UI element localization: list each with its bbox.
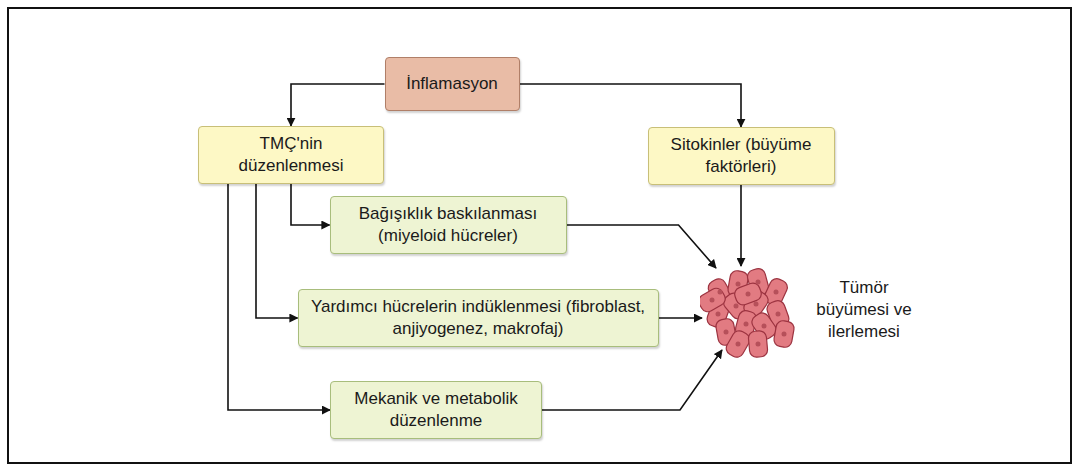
box-label: Mekanik ve metabolik düzenlenme: [339, 388, 533, 432]
outer-border: [8, 8, 1071, 463]
arrow-connector: [291, 84, 385, 126]
arrow-connector: [740, 185, 742, 266]
cell-nucleus: [754, 302, 759, 307]
cell-nucleus: [782, 332, 787, 337]
box-label: Yardımcı hücrelerin indüklenmesi (fibrob…: [307, 296, 650, 340]
cell-nucleus: [724, 330, 729, 335]
cell-nucleus: [776, 312, 781, 317]
process-box: Sitokinler (büyüme faktörleri): [648, 127, 835, 185]
tumor-illustration: [700, 262, 800, 358]
cell-nucleus: [762, 324, 767, 329]
cell-nucleus: [744, 322, 749, 327]
cell-nucleus: [746, 292, 751, 297]
cell-nucleus: [736, 342, 741, 347]
tumor-cell: [700, 286, 728, 315]
mechanism-box: Bağışıklık baskılanması (miyeloid hücrel…: [330, 196, 567, 254]
mechanism-box: Mekanik ve metabolik düzenlenme: [330, 381, 542, 439]
arrow-connector: [542, 350, 722, 410]
cell-nucleus: [718, 290, 723, 295]
cell-nucleus: [756, 280, 761, 285]
cell-nucleus: [756, 342, 761, 347]
tumor-cell: [748, 330, 768, 357]
tumor-cell: [773, 320, 795, 349]
arrow-connector: [567, 225, 717, 268]
cell-nucleus: [774, 290, 779, 295]
tumor-outcome: Tümör büyümesi ve ilerlemesi: [700, 262, 920, 358]
trigger-box: İnflamasyon: [385, 57, 520, 111]
cell-nucleus: [736, 282, 741, 287]
box-label: İnflamasyon: [406, 73, 498, 95]
cell-nucleus: [710, 298, 715, 303]
arrow-connector: [520, 84, 742, 127]
box-label: Sitokinler (büyüme faktörleri): [657, 134, 826, 178]
tumor-cell: [724, 328, 753, 358]
cell-nucleus: [734, 304, 739, 309]
arrow-connector: [256, 184, 298, 318]
arrow-connector: [291, 184, 330, 225]
process-box: TMÇ'nin düzenlenmesi: [198, 126, 384, 184]
tumor-cell: [733, 281, 764, 307]
outcome-label: Tümör büyümesi ve ilerlemesi: [808, 277, 920, 343]
arrow-connector: [659, 317, 703, 319]
box-label: Bağışıklık baskılanması (miyeloid hücrel…: [339, 203, 558, 247]
mechanism-box: Yardımcı hücrelerin indüklenmesi (fibrob…: [298, 289, 659, 347]
cell-nucleus: [716, 312, 721, 317]
box-label: TMÇ'nin düzenlenmesi: [207, 133, 375, 177]
